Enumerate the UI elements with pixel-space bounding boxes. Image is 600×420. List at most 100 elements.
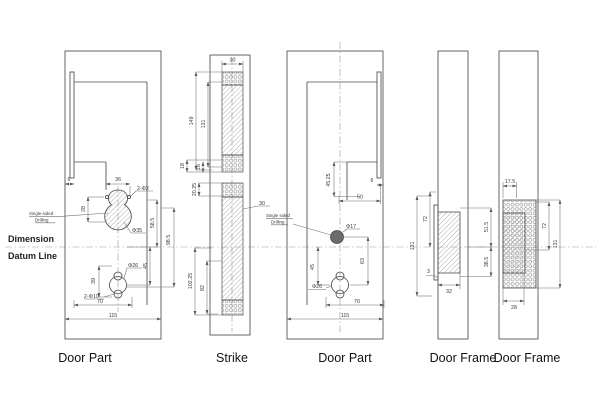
dim-d35: Φ35 xyxy=(132,228,142,234)
mortise-pocket xyxy=(437,211,461,274)
title-strike: Strike xyxy=(216,351,248,365)
pilot-hole-right xyxy=(126,194,132,200)
dim-6: 6 xyxy=(371,178,374,184)
dim-6: 6 xyxy=(68,177,71,183)
ext-2025 xyxy=(199,182,222,197)
dim-175: 17.5 xyxy=(505,179,515,185)
dim-72: 72 xyxy=(542,223,548,229)
title-door-frame-left: Door Frame xyxy=(430,351,497,365)
leader-2d2 xyxy=(130,190,153,197)
ext-985 xyxy=(127,207,174,288)
datum-label-line1: Dimension xyxy=(8,234,54,244)
bolt-hole-top xyxy=(335,271,345,281)
ext-right xyxy=(460,207,491,277)
mortise-pocket xyxy=(502,212,526,274)
leader-d26 xyxy=(308,285,333,290)
dim-585: 58.5 xyxy=(150,218,156,228)
ext-32 xyxy=(437,273,461,289)
dim-2d10: 2-Φ10 xyxy=(84,294,99,300)
ext-18 xyxy=(187,159,222,173)
ext-upper xyxy=(196,71,222,171)
dim-18: 18 xyxy=(180,163,186,169)
dim-16: 16 xyxy=(196,164,202,170)
dim-2025: 20.25 xyxy=(192,183,198,196)
ext-70 xyxy=(73,297,133,308)
strike-lip xyxy=(433,204,439,281)
faceplate-lines xyxy=(74,81,148,305)
drill-note-line1: Single-sided xyxy=(29,211,54,216)
ext-4525 xyxy=(334,161,360,197)
strike-plate-lower xyxy=(221,182,244,316)
dim-10225: 102.25 xyxy=(188,273,194,289)
dim-28: 28 xyxy=(511,305,517,311)
dim-45: 45 xyxy=(143,263,149,269)
leader-d17 xyxy=(342,228,360,233)
frame-outline xyxy=(498,50,539,340)
drill-note-line1: Single sided xyxy=(266,213,290,218)
drill-note-leader xyxy=(266,218,332,236)
drill-note-leader xyxy=(29,212,109,224)
dim-385: 38.5 xyxy=(484,257,490,267)
ext-39 xyxy=(99,265,112,298)
panel-door-part-left: 6 36 2-Φ2 28 Φ35 58.5 98.5 45 39 Φ26 2-Φ… xyxy=(29,50,176,340)
ext-28 xyxy=(88,196,106,223)
dim-30-callout: 30 xyxy=(259,201,265,207)
ext-63 xyxy=(344,236,368,286)
dim-28: 28 xyxy=(81,206,87,212)
title-door-frame-right: Door Frame xyxy=(494,351,561,365)
cylinder-hole-26 xyxy=(109,276,127,294)
dim-70: 70 xyxy=(97,299,103,305)
door-edge-strip xyxy=(69,71,75,179)
dim-82: 82 xyxy=(200,285,206,291)
dim-30-top: 30 xyxy=(230,58,236,64)
drill-note-line2: Drilling xyxy=(271,220,285,225)
frame-outline xyxy=(437,50,469,340)
ext-right xyxy=(525,199,560,289)
title-door-part-right: Door Part xyxy=(318,351,372,365)
panel-strike: 30 149 131 18 16 20.25 102.25 82 30 xyxy=(180,54,270,336)
handle-hole-35 xyxy=(104,189,132,231)
dim-45: 45 xyxy=(310,264,316,270)
strike-plate-upper xyxy=(221,71,244,173)
leader-d26 xyxy=(123,267,142,279)
dim-4525: 45.25 xyxy=(326,173,332,186)
bolt-hole-top xyxy=(113,271,123,281)
leader-2d10 xyxy=(84,293,115,300)
door-outline xyxy=(64,50,162,340)
dim-515: 51.5 xyxy=(484,222,490,232)
strike-outline xyxy=(209,54,251,336)
dim-985: 98.5 xyxy=(166,235,172,245)
door-outline xyxy=(286,50,384,340)
dim-70: 70 xyxy=(354,299,360,305)
dim-d26: Φ26 xyxy=(128,263,138,269)
cylinder-hole-26 xyxy=(331,276,349,294)
dim-115: 115 xyxy=(341,313,349,319)
dim-131: 131 xyxy=(410,242,416,251)
panel-door-frame-right: 17.5 72 131 28 xyxy=(498,50,562,340)
drill-note-line2: Drilling xyxy=(35,218,49,223)
dim-d26: Φ26 xyxy=(312,284,322,290)
dim-36: 36 xyxy=(115,177,121,183)
ext-left-top xyxy=(417,191,436,197)
bolt-hole-bottom xyxy=(335,289,345,299)
leader-3 xyxy=(426,275,439,279)
pilot-hole-left xyxy=(104,194,110,200)
dim-63: 63 xyxy=(360,258,366,264)
leader-d35 xyxy=(123,221,146,234)
dim-131: 131 xyxy=(553,240,559,249)
panel-door-part-right: 45.25 50 6 Φ17 Single sided Drilling 63 … xyxy=(266,42,385,340)
ext-lower xyxy=(195,247,222,316)
dim-32: 32 xyxy=(446,289,452,295)
dim-50: 50 xyxy=(357,195,363,201)
panel-door-frame-left: 72 131 51.5 38.5 3 32 xyxy=(410,50,493,340)
dim-115: 115 xyxy=(109,313,117,319)
door-edge-strip xyxy=(376,71,382,179)
dim-131: 131 xyxy=(201,120,207,129)
leader-30 xyxy=(242,205,270,210)
dim-3: 3 xyxy=(427,269,430,275)
title-door-part-left: Door Part xyxy=(58,351,112,365)
ext-115 xyxy=(286,312,384,322)
dim-39: 39 xyxy=(91,278,97,284)
